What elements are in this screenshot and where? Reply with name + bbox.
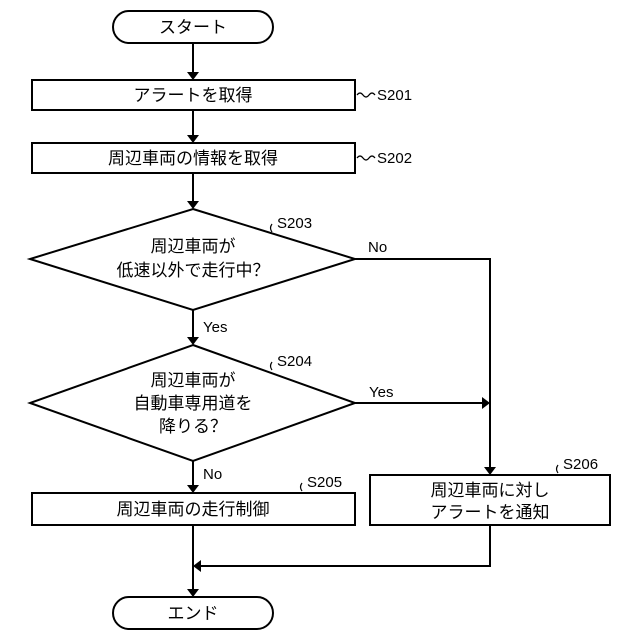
step-s206-line2: アラートを通知 xyxy=(431,503,550,523)
step-s206-leader xyxy=(557,465,559,473)
decision-s204-line1: 周辺車両が xyxy=(151,371,236,391)
decision-s203-line2: 低速以外で走行中？ xyxy=(117,261,270,281)
decision-s204-line3: 降りる？ xyxy=(159,417,227,437)
arrowhead xyxy=(187,201,199,209)
step-s202-leader xyxy=(357,156,375,160)
arrowhead xyxy=(187,135,199,143)
step-s205-leader xyxy=(301,483,303,491)
step-s206-line1: 周辺車両に対し xyxy=(431,481,550,501)
branch-s204-yes-label: Yes xyxy=(369,384,393,401)
arrowhead xyxy=(187,485,199,493)
branch-s203-no-label: No xyxy=(368,239,387,256)
decision-s204-line2: 自動車専用道を xyxy=(134,394,253,414)
branch-s203-yes-label: Yes xyxy=(203,319,227,336)
step-s202-id: S202 xyxy=(377,150,412,167)
start-label: スタート xyxy=(159,18,227,38)
step-s201-text: アラートを取得 xyxy=(134,86,253,106)
arrowhead xyxy=(482,397,490,409)
decision-s203-id: S203 xyxy=(277,215,312,232)
arrowhead xyxy=(187,337,199,345)
end-label: エンド xyxy=(168,604,219,624)
branch-s203-no-line xyxy=(355,259,490,468)
arrowhead xyxy=(193,560,201,572)
step-s205-text: 周辺車両の走行制御 xyxy=(117,500,270,520)
arrowhead xyxy=(187,589,199,597)
step-s201-leader xyxy=(357,93,375,97)
decision-s203-line1: 周辺車両が xyxy=(151,237,236,257)
decision-s204-id: S204 xyxy=(277,353,312,370)
step-s201-id: S201 xyxy=(377,87,412,104)
merge-s206-line xyxy=(200,525,490,566)
arrowhead xyxy=(484,467,496,475)
step-s202-text: 周辺車両の情報を取得 xyxy=(108,149,278,169)
step-s206-id: S206 xyxy=(563,456,598,473)
decision-s204-leader xyxy=(271,362,273,370)
arrowhead xyxy=(187,72,199,80)
step-s205-id: S205 xyxy=(307,474,342,491)
decision-s203-leader xyxy=(271,224,273,232)
branch-s204-no-label: No xyxy=(203,466,222,483)
